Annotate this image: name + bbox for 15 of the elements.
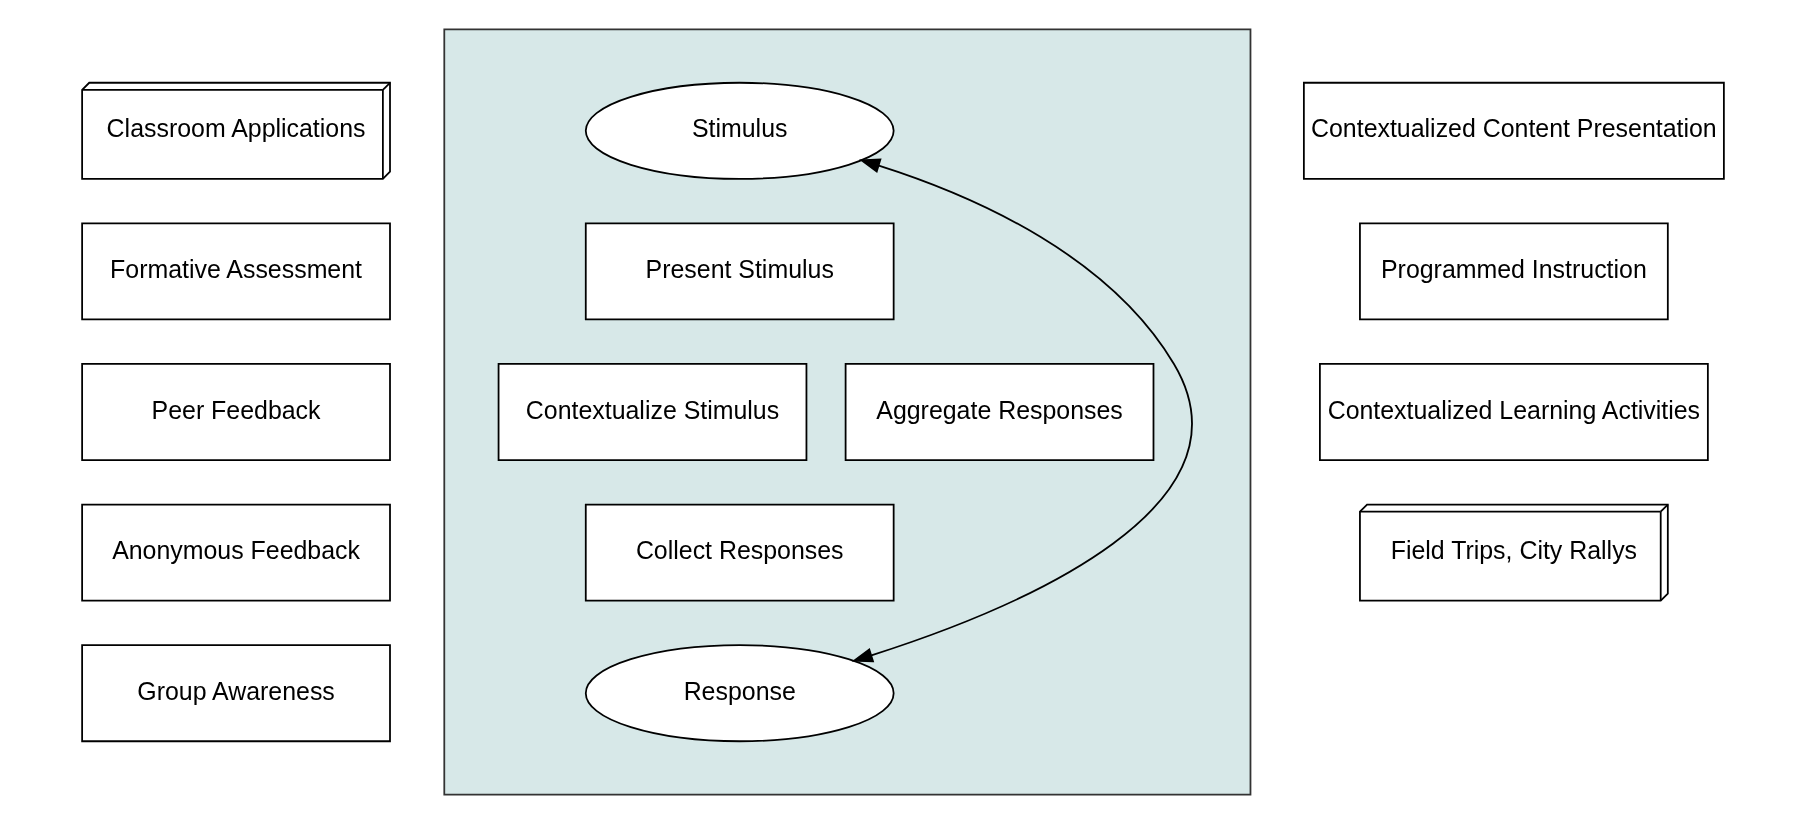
node-box: Contextualized Learning Activities	[1318, 363, 1709, 461]
node-box: Group Awareness	[80, 644, 391, 743]
node-box: Programmed Instruction	[1358, 222, 1669, 321]
node-box: Contextualized Content Presentation	[1302, 81, 1725, 180]
node-box: Aggregate Responses	[844, 363, 1154, 461]
node-box: Collect Responses	[584, 503, 895, 602]
cluster	[442, 28, 1251, 796]
node-ellipse: Response	[584, 644, 895, 743]
arrow	[851, 158, 1192, 663]
node-box: Peer Feedback	[80, 363, 391, 461]
node-ellipse: Stimulus	[584, 81, 895, 180]
node-box: Contextualize Stimulus	[497, 363, 807, 461]
node-box: Present Stimulus	[584, 222, 895, 321]
node-box: Anonymous Feedback	[80, 503, 391, 602]
node-box: Formative Assessment	[80, 222, 391, 321]
